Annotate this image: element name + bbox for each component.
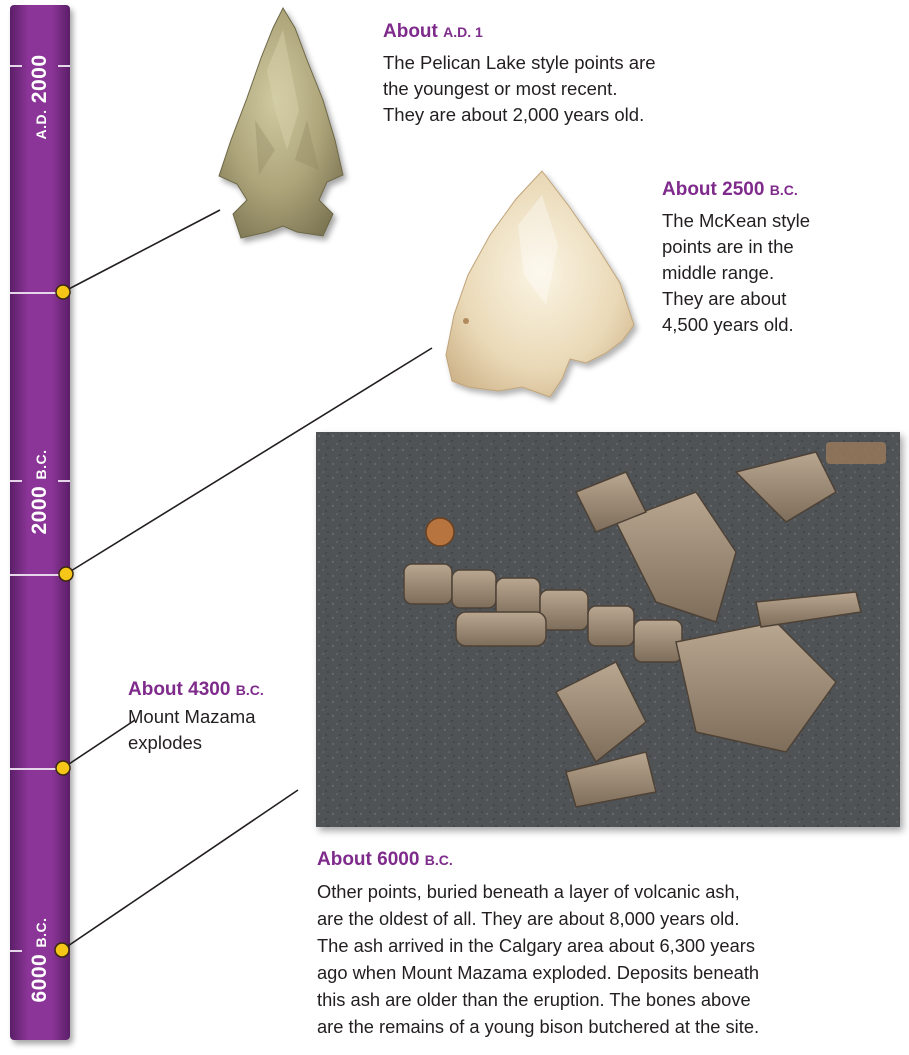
event-description: Other points, buried beneath a layer of … bbox=[317, 878, 907, 1040]
timeline-marker bbox=[59, 567, 73, 581]
event-6000-bc: About 6000 B.C. Other points, buried ben… bbox=[317, 848, 907, 1040]
event-heading: About A.D. 1 bbox=[383, 20, 763, 44]
pelican-lake-point-image bbox=[195, 0, 370, 250]
mckean-point-image bbox=[438, 165, 643, 405]
event-heading: About 4300 B.C. bbox=[128, 678, 288, 702]
bison-bones-photo bbox=[316, 432, 900, 827]
timeline-marker bbox=[56, 285, 70, 299]
connector-line bbox=[62, 790, 298, 950]
event-heading: About 6000 B.C. bbox=[317, 848, 907, 872]
event-ad-1: About A.D. 1 The Pelican Lake style poin… bbox=[383, 20, 763, 128]
timeline-marker bbox=[55, 943, 69, 957]
event-description: Mount Mazama explodes bbox=[128, 704, 288, 756]
event-2500-bc: About 2500 B.C. The McKean style points … bbox=[662, 178, 892, 338]
event-4300-bc: About 4300 B.C. Mount Mazama explodes bbox=[128, 678, 288, 756]
event-heading: About 2500 B.C. bbox=[662, 178, 892, 202]
timeline-marker bbox=[56, 761, 70, 775]
connector-line bbox=[63, 720, 135, 768]
event-description: The McKean style points are in the middl… bbox=[662, 208, 892, 338]
event-description: The Pelican Lake style points are the yo… bbox=[383, 50, 763, 128]
